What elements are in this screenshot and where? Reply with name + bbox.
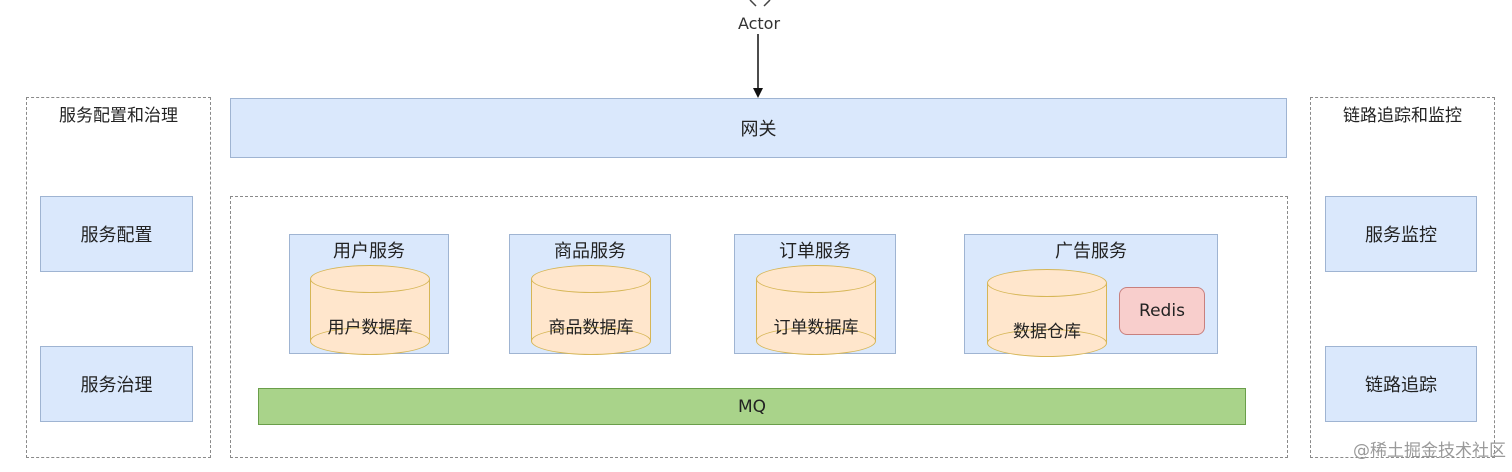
gateway-box: 网关: [230, 98, 1287, 158]
db-label: 用户数据库: [327, 318, 413, 338]
group-title: 服务配置和治理: [59, 106, 178, 126]
user-db-cylinder: 用户数据库: [310, 265, 430, 355]
actor-figure-icon: [749, 0, 771, 98]
service-title: 订单服务: [779, 241, 851, 262]
user-service-box: 用户服务 用户数据库: [289, 234, 449, 355]
service-title: 用户服务: [333, 241, 405, 262]
product-db-cylinder: 商品数据库: [531, 265, 651, 355]
service-title: 广告服务: [1055, 241, 1127, 262]
db-label: 数据仓库: [1013, 322, 1081, 342]
mq-bar: MQ: [258, 388, 1246, 425]
service-config-box: 服务配置: [40, 196, 193, 272]
service-title: 商品服务: [554, 241, 626, 262]
order-db-cylinder: 订单数据库: [756, 265, 876, 355]
watermark-text: @稀土掘金技术社区: [1353, 441, 1506, 461]
actor-label: Actor: [737, 14, 781, 33]
db-label: 商品数据库: [548, 318, 634, 338]
link-tracing-box: 链路追踪: [1325, 346, 1477, 422]
service-governance-box: 服务治理: [40, 346, 193, 422]
tracing-monitoring-group: 链路追踪和监控: [1310, 97, 1495, 458]
data-warehouse-cylinder: 数据仓库: [987, 269, 1107, 357]
config-governance-group: 服务配置和治理: [26, 97, 211, 458]
services-container: [230, 196, 1288, 458]
db-label: 订单数据库: [773, 318, 859, 338]
product-service-box: 商品服务 商品数据库: [509, 234, 671, 355]
redis-box: Redis: [1119, 287, 1205, 335]
service-monitoring-box: 服务监控: [1325, 196, 1477, 272]
group-title: 链路追踪和监控: [1343, 106, 1462, 126]
order-service-box: 订单服务 订单数据库: [734, 234, 896, 355]
ad-service-box: 广告服务 数据仓库 Redis: [964, 234, 1218, 357]
